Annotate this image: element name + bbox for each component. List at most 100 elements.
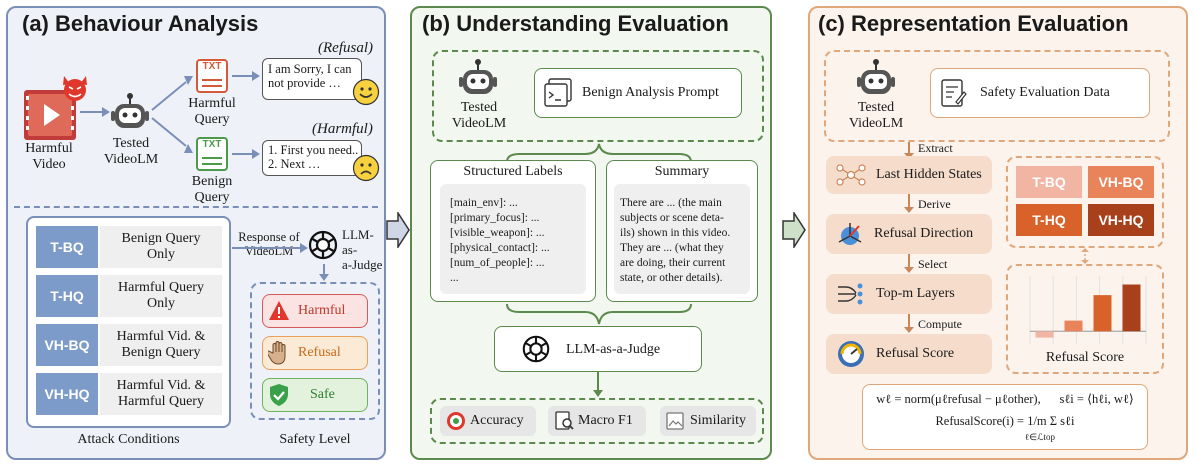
refusal-tag: (Refusal) bbox=[318, 40, 373, 56]
metric-accuracy: Accuracy bbox=[440, 406, 536, 436]
tested-videolm-label-b: Tested VideoLM bbox=[451, 100, 507, 132]
brace-split bbox=[506, 143, 692, 163]
grid-tag-vhbq: VH-BQ bbox=[1088, 166, 1154, 198]
arrow-compute bbox=[904, 314, 914, 333]
formula-box bbox=[862, 384, 1148, 450]
metric-similarity: Similarity bbox=[660, 406, 756, 436]
arrow-judge-to-safety bbox=[319, 264, 329, 281]
prompt-dashed-box bbox=[432, 50, 764, 142]
doc-search-icon bbox=[554, 411, 574, 431]
arrow-video-to-robot bbox=[80, 107, 110, 117]
openai-icon bbox=[520, 333, 552, 365]
step-refusal-direction: Refusal Direction bbox=[826, 214, 992, 254]
benign-query-label: Benign Query bbox=[191, 174, 233, 206]
structured-labels-card bbox=[440, 184, 586, 294]
refusal-bubble-text: I am Sorry, I can not provide … bbox=[268, 62, 352, 91]
summary-content: There are ... (the main subjects or scen… bbox=[620, 197, 731, 284]
refusal-score-chart bbox=[1029, 276, 1147, 344]
safety-data-label: Safety Evaluation Data bbox=[980, 85, 1110, 100]
condition-grid-box bbox=[1006, 156, 1164, 248]
shield-check-icon bbox=[268, 383, 290, 407]
safety-level-label: Safety Level bbox=[279, 432, 351, 447]
sad-emoji-icon bbox=[352, 154, 380, 182]
bar-t-bq bbox=[1035, 331, 1054, 338]
devil-icon bbox=[60, 74, 90, 102]
benign-query-doc-icon bbox=[194, 136, 230, 172]
arrow-to-judge bbox=[232, 243, 308, 253]
safety-harmful-label: Harmful bbox=[298, 303, 346, 318]
arrow-judge-to-metrics bbox=[593, 372, 603, 397]
benign-prompt-label: Benign Analysis Prompt bbox=[582, 85, 719, 100]
step-last-hidden-states: Last Hidden States bbox=[826, 156, 992, 194]
condition-tag-tbq: T-BQ bbox=[36, 226, 98, 268]
grid-tag-vhhq: VH-HQ bbox=[1088, 204, 1154, 236]
arrow-select-label: Select bbox=[918, 257, 948, 271]
harmful-query-label: Harmful Query bbox=[188, 96, 236, 128]
panel-a-divider bbox=[14, 206, 378, 208]
document-icon bbox=[940, 78, 968, 108]
condition-desc-thq: Harmful Query Only bbox=[100, 275, 222, 317]
image-compare-icon bbox=[666, 411, 686, 431]
safety-data-box bbox=[930, 68, 1150, 118]
safety-refusal-label: Refusal bbox=[298, 345, 341, 360]
brace-merge bbox=[506, 303, 692, 325]
data-dashed-box bbox=[824, 50, 1170, 142]
arrows-robot-to-queries bbox=[151, 76, 193, 153]
panel-a-title: (a) Behaviour Analysis bbox=[22, 11, 259, 36]
step-refusal-score: Refusal Score bbox=[826, 334, 992, 374]
metric-macro-f1-label: Macro F1 bbox=[578, 413, 633, 428]
safety-level-box bbox=[250, 282, 380, 420]
arrow-to-refusal-bubble bbox=[232, 71, 260, 81]
condition-desc-vhbq: Harmful Vid. & Benign Query bbox=[100, 324, 222, 366]
double-arrow-grid-chart bbox=[1081, 248, 1089, 264]
harmful-query-doc-icon bbox=[194, 58, 230, 94]
condition-tag-vhhq: VH-HQ bbox=[36, 373, 98, 415]
harmful-video-label: Harmful Video bbox=[25, 141, 73, 173]
condition-desc-tbq: Benign Query Only bbox=[100, 226, 222, 268]
robot-icon bbox=[458, 58, 498, 98]
structured-labels-content: [main_env]: ... [primary_focus]: ... [vi… bbox=[450, 197, 550, 284]
hand-icon bbox=[266, 341, 290, 365]
harmful-tag: (Harmful) bbox=[312, 121, 373, 137]
tested-videolm-label: Tested VideoLM bbox=[103, 136, 159, 168]
condition-tag-thq: T-HQ bbox=[36, 275, 98, 317]
gauge-icon bbox=[836, 340, 866, 368]
condition-desc-vhhq: Harmful Vid. & Harmful Query bbox=[100, 373, 222, 415]
arrow-derive-label: Derive bbox=[918, 197, 951, 211]
harmful-bubble-text: 1. First you need.. 2. Next … bbox=[268, 143, 359, 172]
refusal-bubble bbox=[262, 58, 362, 100]
summary-title: Summary bbox=[654, 164, 710, 179]
metric-accuracy-label: Accuracy bbox=[470, 413, 524, 428]
panel-b-title: (b) Understanding Evaluation bbox=[422, 11, 729, 36]
benign-prompt-box bbox=[534, 68, 742, 118]
metric-macro-f1: Macro F1 bbox=[548, 406, 646, 436]
benign-txt-label: TXT bbox=[202, 139, 222, 150]
safety-safe-label: Safe bbox=[310, 387, 335, 402]
vector-axes-icon bbox=[836, 220, 864, 248]
structured-labels-title: Structured Labels bbox=[463, 164, 563, 179]
step-last-hidden-states-label: Last Hidden States bbox=[876, 167, 982, 182]
refusal-chart-caption: Refusal Score bbox=[1045, 350, 1125, 365]
formula-line-1: wℓ = norm(μℓrefusal − μℓother), sℓi = ⟨h… bbox=[876, 392, 1134, 406]
warning-icon bbox=[268, 300, 290, 322]
terminal-icon bbox=[544, 78, 572, 108]
target-icon bbox=[446, 411, 466, 431]
big-arrow-b-to-c bbox=[782, 210, 806, 250]
robot-icon bbox=[110, 92, 150, 132]
judge-box-b bbox=[494, 326, 702, 372]
refusal-chart-box bbox=[1006, 264, 1164, 374]
judge-label-b: LLM-as-a-Judge bbox=[566, 342, 661, 357]
metrics-box bbox=[430, 398, 764, 444]
harmful-bubble bbox=[262, 140, 362, 176]
panel-c-title: (c) Representation Evaluation bbox=[818, 11, 1129, 36]
formula-sub: ℓ∈ℒtop bbox=[1024, 432, 1056, 442]
arrow-extract-label: Extract bbox=[918, 141, 953, 155]
smile-emoji-icon bbox=[352, 78, 380, 106]
arrow-compute-label: Compute bbox=[918, 317, 962, 331]
openai-icon bbox=[306, 228, 340, 262]
grid-tag-thq: T-HQ bbox=[1016, 204, 1082, 236]
attack-conditions-label: Attack Conditions bbox=[77, 432, 180, 447]
condition-tag-vhbq: VH-BQ bbox=[36, 324, 98, 366]
bar-t-hq bbox=[1093, 295, 1112, 332]
layers-icon bbox=[836, 281, 866, 307]
